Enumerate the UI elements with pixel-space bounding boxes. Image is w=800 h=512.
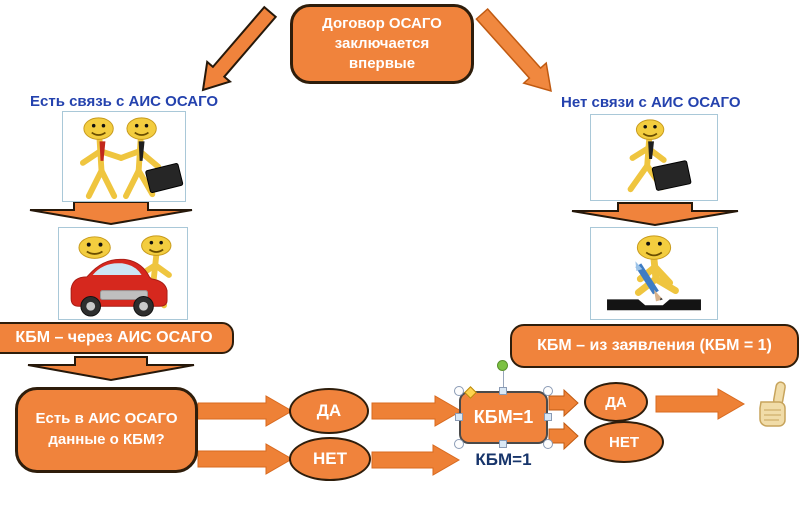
resize-handle-bottom[interactable] bbox=[499, 440, 507, 448]
no-ellipse-left[interactable]: НЕТ bbox=[289, 437, 371, 481]
branch-arrow-right[interactable] bbox=[475, 7, 552, 93]
arrow-question-to-no[interactable] bbox=[197, 443, 294, 475]
resize-handle-right[interactable] bbox=[544, 413, 552, 421]
title-text: Договор ОСАГО заключается впервые bbox=[322, 15, 442, 72]
no-ellipse-right-text: НЕТ bbox=[609, 433, 639, 451]
yes-ellipse-right[interactable]: ДА bbox=[584, 382, 648, 422]
resize-handle-top-right[interactable] bbox=[543, 386, 553, 396]
car-image-frame[interactable] bbox=[58, 227, 188, 320]
no-ellipse-right[interactable]: НЕТ bbox=[584, 421, 664, 463]
signing-image-frame[interactable] bbox=[590, 227, 718, 320]
kbm-equals-1-text: КБМ=1 bbox=[473, 407, 534, 427]
kbm-from-application-bar-text: КБМ – из заявления (КБМ = 1) bbox=[537, 337, 772, 354]
yes-ellipse-left-text: ДА bbox=[316, 401, 342, 420]
handshake-image-frame[interactable] bbox=[62, 111, 186, 202]
kbm-equals-1-box[interactable]: КБМ=1 bbox=[459, 391, 548, 444]
kbm-caption[interactable]: КБМ=1 bbox=[459, 450, 548, 470]
kbm-via-ais-bar[interactable]: КБМ – через АИС ОСАГО bbox=[0, 322, 234, 354]
thumbs-up-icon[interactable] bbox=[753, 379, 795, 429]
left-branch-label-text: Есть связь с АИС ОСАГО bbox=[30, 93, 219, 110]
resize-handle-top[interactable] bbox=[499, 387, 507, 395]
walking-businessman-icon bbox=[627, 119, 692, 193]
kbm-caption-text: КБМ=1 bbox=[475, 450, 532, 469]
yes-ellipse-left[interactable]: ДА bbox=[289, 388, 369, 434]
yes-ellipse-right-text: ДА bbox=[605, 393, 627, 411]
kbm-via-ais-bar-text: КБМ – через АИС ОСАГО bbox=[15, 329, 213, 346]
arrow-yes-to-result[interactable] bbox=[655, 388, 746, 420]
arrow-no-to-kbm[interactable] bbox=[371, 444, 461, 476]
arrow-yes-to-kbm[interactable] bbox=[371, 395, 463, 427]
down-arrow-left-small[interactable] bbox=[27, 356, 195, 382]
resize-handle-left[interactable] bbox=[455, 413, 463, 421]
walking-businessman-image-frame[interactable] bbox=[590, 114, 718, 201]
arrow-kbm-to-yes[interactable] bbox=[548, 388, 579, 418]
arrow-question-to-yes[interactable] bbox=[197, 395, 294, 427]
car-with-figures-icon bbox=[70, 235, 172, 317]
rotation-handle[interactable] bbox=[497, 360, 508, 371]
arrow-kbm-to-no[interactable] bbox=[548, 421, 579, 451]
resize-handle-bottom-right[interactable] bbox=[543, 439, 553, 449]
thumbs-up-glyph bbox=[759, 381, 786, 427]
question-box[interactable]: Есть в АИС ОСАГО данные о КБМ? bbox=[15, 387, 198, 473]
rotation-handle-line bbox=[503, 371, 504, 392]
question-text: Есть в АИС ОСАГО данные о КБМ? bbox=[35, 410, 178, 448]
signing-figure-icon bbox=[607, 235, 701, 311]
down-arrow-right[interactable] bbox=[571, 202, 739, 227]
no-ellipse-left-text: НЕТ bbox=[313, 449, 347, 468]
branch-arrow-left[interactable] bbox=[201, 5, 278, 92]
right-branch-label-text: Нет связи с АИС ОСАГО bbox=[561, 94, 741, 111]
kbm-from-application-bar[interactable]: КБМ – из заявления (КБМ = 1) bbox=[510, 324, 799, 368]
handshake-figures-icon bbox=[79, 117, 184, 200]
left-branch-label[interactable]: Есть связь с АИС ОСАГО bbox=[30, 93, 218, 110]
title-box[interactable]: Договор ОСАГО заключается впервые bbox=[290, 4, 474, 84]
right-branch-label[interactable]: Нет связи с АИС ОСАГО bbox=[561, 94, 741, 111]
resize-handle-bottom-left[interactable] bbox=[454, 439, 464, 449]
down-arrow-left[interactable] bbox=[29, 201, 193, 226]
resize-handle-top-left[interactable] bbox=[454, 386, 464, 396]
